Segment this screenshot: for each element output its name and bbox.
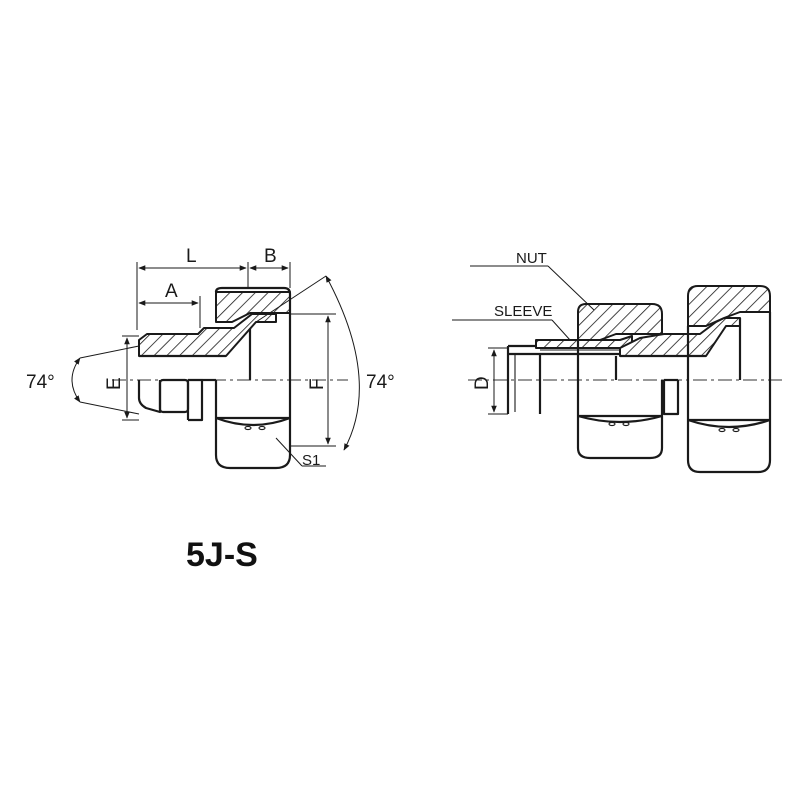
label-A: A: [165, 281, 178, 302]
angle-left: 74°: [26, 345, 140, 415]
label-B: B: [264, 246, 277, 267]
nut-callout: NUT: [470, 250, 595, 311]
left-stub: [137, 378, 216, 422]
label-F: F: [307, 378, 328, 390]
label-S1: S1: [302, 452, 320, 469]
right-body: [619, 317, 741, 416]
label-D: D: [472, 376, 493, 390]
label-sleeve: SLEEVE: [494, 303, 552, 320]
large-nut: [686, 285, 772, 474]
left-view: L B A E 74° F: [26, 246, 395, 470]
sleeve-callout: SLEEVE: [452, 303, 571, 341]
left-body-section: [138, 313, 277, 358]
dim-A: A: [138, 281, 201, 328]
angle-right: 74°: [255, 275, 395, 451]
label-E: E: [104, 377, 125, 390]
label-angle-left: 74°: [26, 372, 55, 393]
label-nut: NUT: [516, 250, 547, 267]
small-nut: [576, 303, 664, 460]
dim-S1: S1: [275, 437, 326, 469]
dim-D: D: [472, 347, 508, 415]
label-L: L: [186, 246, 197, 267]
right-view: NUT SLEEVE D: [452, 250, 784, 474]
dim-L: L B: [136, 246, 291, 330]
drawing-title: 5J-S: [186, 536, 258, 574]
label-angle-right: 74°: [366, 372, 395, 393]
dim-E: E: [104, 335, 139, 421]
left-hex-nut: [214, 286, 292, 470]
